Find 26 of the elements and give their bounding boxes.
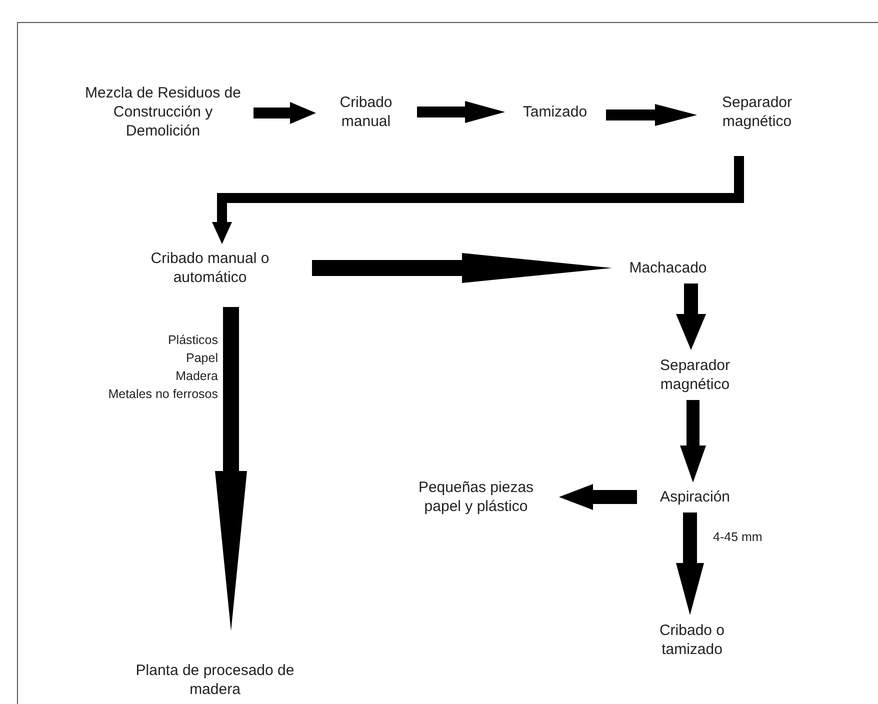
step-label: Separador magnético	[720, 93, 794, 131]
step-label: Mezcla de Residuos de Construcción y Demolición	[84, 84, 242, 140]
arrow	[676, 512, 704, 615]
material-label: Papel	[186, 350, 218, 367]
arrow	[417, 101, 505, 123]
arrow	[559, 484, 637, 510]
step-label: Pequeñas piezas papel y plástico	[417, 478, 535, 516]
step-label: Planta de procesado de madera	[134, 661, 296, 699]
step-label: Cribado manual o automático	[150, 249, 270, 287]
arrow	[676, 284, 706, 350]
arrow	[606, 104, 697, 126]
arrow	[312, 253, 612, 283]
step-label: Tamizado	[522, 102, 588, 122]
arrow	[680, 400, 706, 482]
material-label: Metales no ferrosos	[108, 386, 218, 403]
step-label: Cribado o tamizado	[658, 621, 726, 659]
edge-label: 4-45 mm	[712, 530, 764, 544]
material-label: Plásticos	[168, 332, 218, 349]
step-label: Separador magnético	[658, 356, 732, 394]
step-label: Machacado	[628, 258, 708, 278]
arrow	[212, 156, 744, 244]
arrow	[254, 102, 316, 124]
arrow	[215, 307, 247, 631]
step-label: Cribado manual	[338, 93, 394, 131]
step-label: Aspiración	[658, 488, 732, 506]
material-label: Madera	[176, 368, 218, 385]
